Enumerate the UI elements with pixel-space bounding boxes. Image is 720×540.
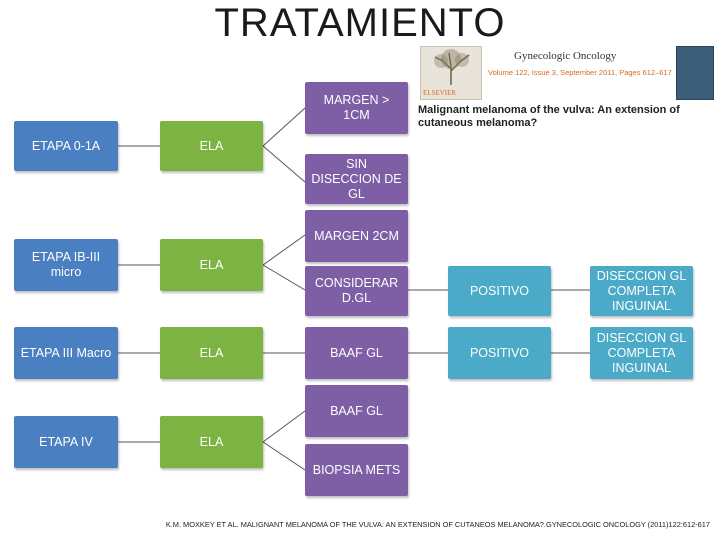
biopsia-mets-box: BIOPSIA METS: [305, 444, 408, 496]
positivo-box-1: POSITIVO: [448, 266, 551, 316]
elsevier-tree-icon: ELSEVIER: [420, 46, 482, 100]
connector-ela-biopsia: [262, 441, 306, 471]
ela-box-1: ELA: [160, 239, 263, 291]
margen-2cm-box: MARGEN 2CM: [305, 210, 408, 262]
connector-ela-margen1: [262, 107, 306, 147]
stage-iii-macro: ETAPA III Macro: [14, 327, 118, 379]
ela-box-0: ELA: [160, 121, 263, 171]
margen-1cm-box: MARGEN > 1CM: [305, 82, 408, 134]
positivo-box-2: POSITIVO: [448, 327, 551, 379]
connector-ela-considerar: [262, 264, 306, 291]
considerar-dgl-box: CONSIDERAR D.GL: [305, 266, 408, 316]
article-title: Malignant melanoma of the vulva: An exte…: [418, 104, 680, 129]
citation: K.M. MOXKEY ET AL. MALIGNANT MELANOMA OF…: [165, 520, 710, 529]
stage-ib-iii-micro: ETAPA IB-III micro: [14, 239, 118, 291]
sin-diseccion-box: SIN DISECCION DE GL: [305, 154, 408, 204]
stage-0-1a: ETAPA 0-1A: [14, 121, 118, 171]
connector-ela-sin-diseccion: [262, 145, 306, 183]
stage-iv: ETAPA IV: [14, 416, 118, 468]
page-title: TRATAMIENTO: [214, 1, 506, 45]
ela-box-2: ELA: [160, 327, 263, 379]
baaf-gl-box-2: BAAF GL: [305, 385, 408, 437]
baaf-gl-box: BAAF GL: [305, 327, 408, 379]
diseccion-completa-box-1: DISECCION GL COMPLETA INGUINAL: [590, 266, 693, 316]
ela-box-3: ELA: [160, 416, 263, 468]
journal-cover-icon: [676, 46, 714, 100]
connector-ela-margen2: [262, 234, 306, 266]
publisher-name: ELSEVIER: [423, 89, 457, 97]
journal-volume: Volume 122, Issue 3, September 2011, Pag…: [488, 68, 672, 77]
journal-name: Gynecologic Oncology: [514, 50, 617, 62]
diseccion-completa-box-2: DISECCION GL COMPLETA INGUINAL: [590, 327, 693, 379]
connector-ela-baaf2: [262, 410, 306, 443]
journal-header: ELSEVIER Gynecologic Oncology Volume 122…: [418, 42, 718, 134]
